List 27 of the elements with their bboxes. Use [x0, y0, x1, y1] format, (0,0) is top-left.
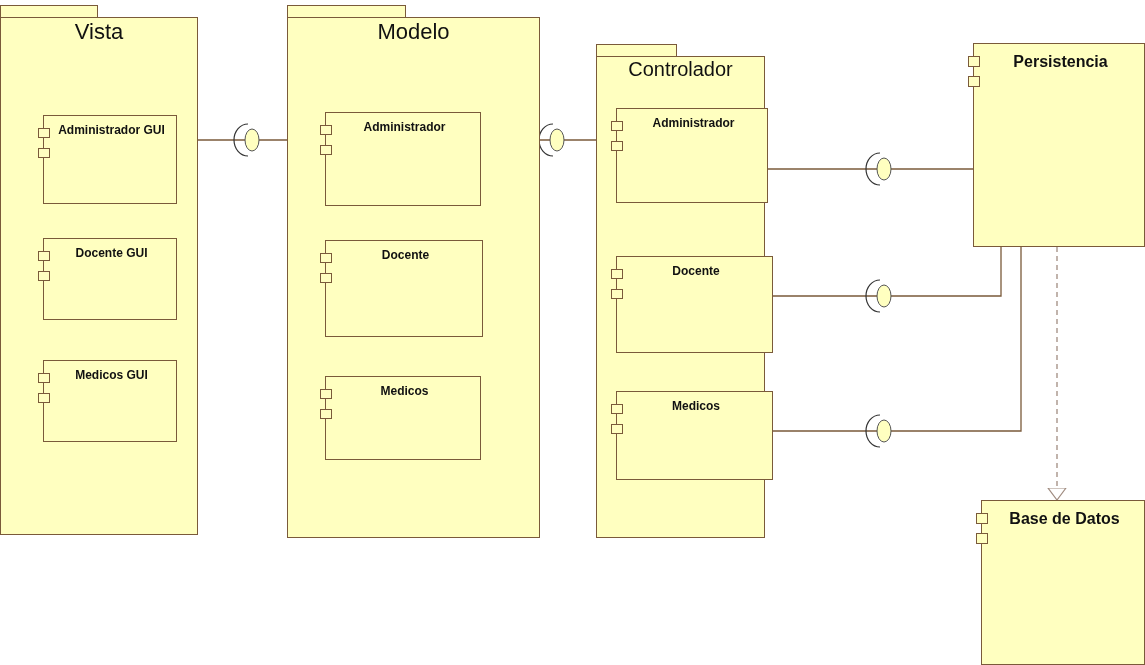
component-title: Base de Datos: [1008, 510, 1121, 528]
component-box: [611, 256, 773, 353]
component-title: Administrador: [651, 116, 736, 130]
component-title: Persistencia: [1012, 53, 1109, 71]
package: [0, 5, 198, 535]
component-box: [968, 43, 1145, 247]
component-box: [38, 115, 177, 204]
component-box: [38, 238, 177, 320]
component-title: Docente: [380, 248, 431, 262]
component-title: Medicos GUI: [74, 368, 149, 382]
component-title: Medicos: [671, 399, 721, 413]
package-title: Vista: [73, 19, 125, 45]
component-title: Administrador GUI: [57, 123, 166, 137]
component-box: [320, 376, 481, 460]
component-box: [611, 391, 773, 480]
component-box: [976, 500, 1145, 665]
package-title: Controlador: [627, 58, 734, 81]
component-title: Docente: [671, 264, 721, 278]
component-title: Docente GUI: [74, 246, 149, 260]
component-box: [320, 240, 483, 337]
component-title: Medicos: [379, 384, 430, 398]
package-title: Modelo: [376, 19, 451, 45]
component-title: Administrador: [362, 120, 447, 134]
component-box: [320, 112, 481, 206]
package: [287, 5, 540, 538]
component-box: [611, 108, 768, 203]
component-box: [38, 360, 177, 442]
